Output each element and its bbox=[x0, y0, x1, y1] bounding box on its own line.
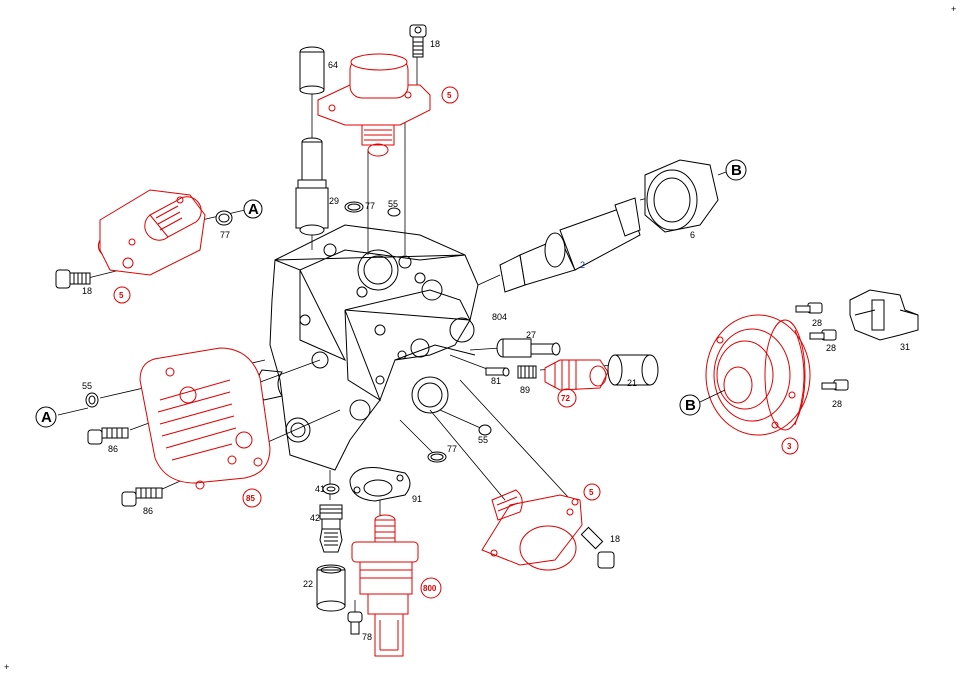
label-29: 29 bbox=[329, 196, 339, 206]
label-42: 42 bbox=[310, 513, 320, 523]
label-78: 78 bbox=[362, 632, 372, 642]
label-18-left: 18 bbox=[82, 286, 92, 296]
label-28-b: 28 bbox=[826, 343, 836, 353]
o-ring-77-left[interactable] bbox=[215, 210, 233, 226]
fitting-42[interactable] bbox=[319, 504, 343, 553]
washer-55-mid[interactable] bbox=[478, 424, 492, 436]
fitting-27[interactable] bbox=[496, 338, 561, 358]
delivery-valve-5-right[interactable] bbox=[481, 489, 583, 571]
label-85: 85 bbox=[246, 494, 255, 503]
label-28-a: 28 bbox=[812, 318, 822, 328]
label-91: 91 bbox=[412, 494, 422, 504]
label-77-top: 77 bbox=[365, 201, 375, 211]
plunger-64[interactable] bbox=[299, 46, 325, 95]
bolt-28-a[interactable] bbox=[795, 302, 823, 314]
label-86-b: 86 bbox=[143, 506, 153, 516]
label-55-top: 55 bbox=[388, 199, 398, 209]
label-28-c: 28 bbox=[832, 399, 842, 409]
bolt-86-b[interactable] bbox=[121, 487, 163, 507]
bushing-22[interactable] bbox=[316, 564, 346, 612]
label-3: 3 bbox=[787, 442, 792, 451]
label-5-right: 5 bbox=[589, 488, 594, 497]
label-5-left-circle bbox=[113, 286, 131, 304]
label-89: 89 bbox=[520, 385, 530, 395]
callout-a-left[interactable]: A bbox=[35, 406, 57, 428]
metering-unit-800[interactable] bbox=[351, 514, 419, 657]
label-64: 64 bbox=[328, 60, 338, 70]
label-21: 21 bbox=[627, 378, 637, 388]
washer-55-left[interactable] bbox=[85, 392, 99, 408]
label-2: 2 bbox=[580, 260, 585, 270]
hex-nut-6[interactable] bbox=[644, 159, 719, 233]
callout-b-right[interactable]: B bbox=[679, 394, 701, 416]
washer-55-top[interactable] bbox=[387, 207, 401, 217]
label-72-circle bbox=[557, 388, 577, 408]
delivery-valve-5-left[interactable] bbox=[97, 189, 206, 276]
label-72: 72 bbox=[561, 394, 570, 403]
label-3-circle bbox=[781, 437, 799, 455]
o-ring-77-top[interactable] bbox=[344, 201, 364, 213]
label-22: 22 bbox=[303, 579, 313, 589]
delivery-valve-5-top[interactable] bbox=[317, 53, 431, 157]
gasket-91[interactable] bbox=[349, 467, 411, 502]
cover-85[interactable] bbox=[139, 347, 271, 490]
pump-element-29[interactable] bbox=[295, 137, 329, 236]
label-27: 27 bbox=[526, 330, 536, 340]
svg-text:A: A bbox=[41, 409, 52, 426]
seal-41[interactable] bbox=[322, 483, 340, 495]
label-5-top-circle bbox=[441, 86, 459, 104]
bolt-28-b[interactable] bbox=[809, 329, 837, 341]
bolt-18-top[interactable] bbox=[409, 24, 427, 58]
corner-mark-top-right: + bbox=[951, 4, 956, 14]
label-55-mid: 55 bbox=[478, 435, 488, 445]
label-6: 6 bbox=[690, 230, 695, 240]
svg-text:B: B bbox=[731, 162, 742, 179]
label-18-right: 18 bbox=[610, 534, 620, 544]
bolt-28-c[interactable] bbox=[821, 379, 849, 391]
pump-housing[interactable] bbox=[257, 224, 479, 471]
label-31: 31 bbox=[900, 342, 910, 352]
label-77-left: 77 bbox=[220, 230, 230, 240]
coupling-31[interactable] bbox=[849, 289, 919, 341]
svg-text:A: A bbox=[248, 201, 259, 218]
bolt-18-left[interactable] bbox=[55, 269, 91, 289]
drive-shaft-2[interactable] bbox=[499, 197, 641, 293]
cap-21[interactable] bbox=[607, 354, 659, 386]
label-85-circle bbox=[242, 488, 262, 508]
label-5-left: 5 bbox=[119, 291, 124, 300]
corner-mark-bottom-left: + bbox=[4, 662, 9, 672]
bolt-86-a[interactable] bbox=[87, 427, 129, 445]
label-41: 41 bbox=[315, 484, 325, 494]
callout-b-top[interactable]: B bbox=[725, 159, 747, 181]
label-77-mid: 77 bbox=[447, 444, 457, 454]
overflow-valve-72[interactable] bbox=[544, 359, 609, 391]
spring-89[interactable] bbox=[517, 365, 537, 379]
label-804: 804 bbox=[492, 312, 507, 322]
label-86-a: 86 bbox=[108, 444, 118, 454]
o-ring-77-mid[interactable] bbox=[427, 451, 447, 463]
svg-text:B: B bbox=[685, 397, 696, 414]
bolt-18-right[interactable] bbox=[580, 526, 615, 569]
label-5-top: 5 bbox=[447, 91, 452, 100]
flange-3[interactable] bbox=[705, 314, 811, 436]
pin-81[interactable] bbox=[485, 367, 510, 377]
label-18-top: 18 bbox=[430, 39, 440, 49]
callout-a-top[interactable]: A bbox=[243, 199, 263, 219]
label-5-right-circle bbox=[583, 483, 601, 501]
label-800: 800 bbox=[423, 584, 437, 593]
label-81: 81 bbox=[491, 376, 501, 386]
label-800-circle bbox=[420, 577, 442, 599]
label-55-left: 55 bbox=[82, 381, 92, 391]
screw-78[interactable] bbox=[347, 611, 363, 635]
